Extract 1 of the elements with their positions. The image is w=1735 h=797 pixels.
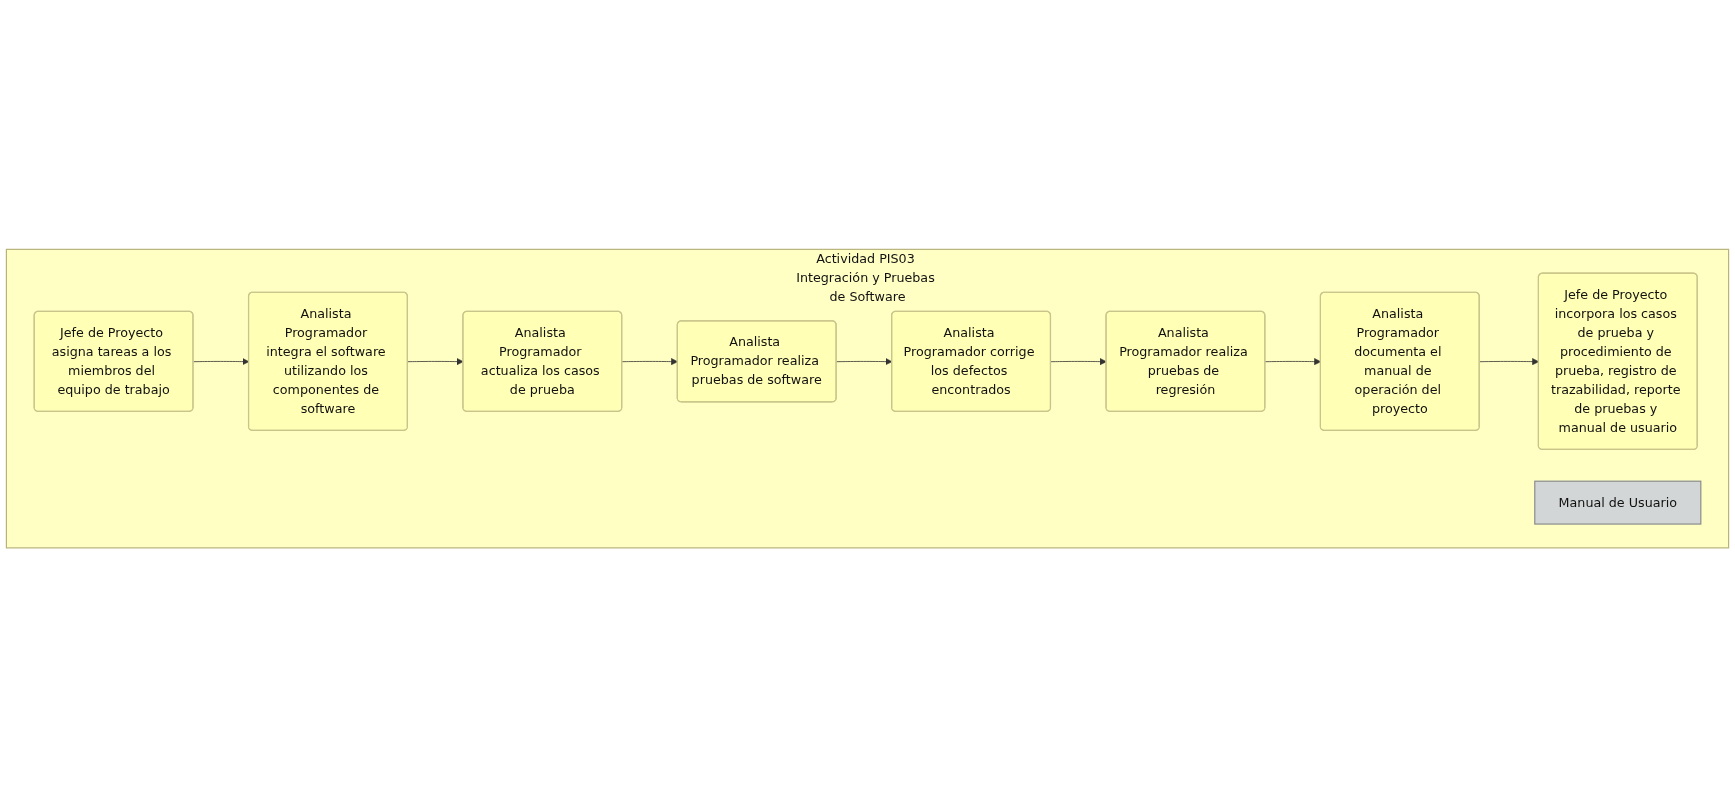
node-box: Manual de Usuario	[1534, 480, 1702, 525]
